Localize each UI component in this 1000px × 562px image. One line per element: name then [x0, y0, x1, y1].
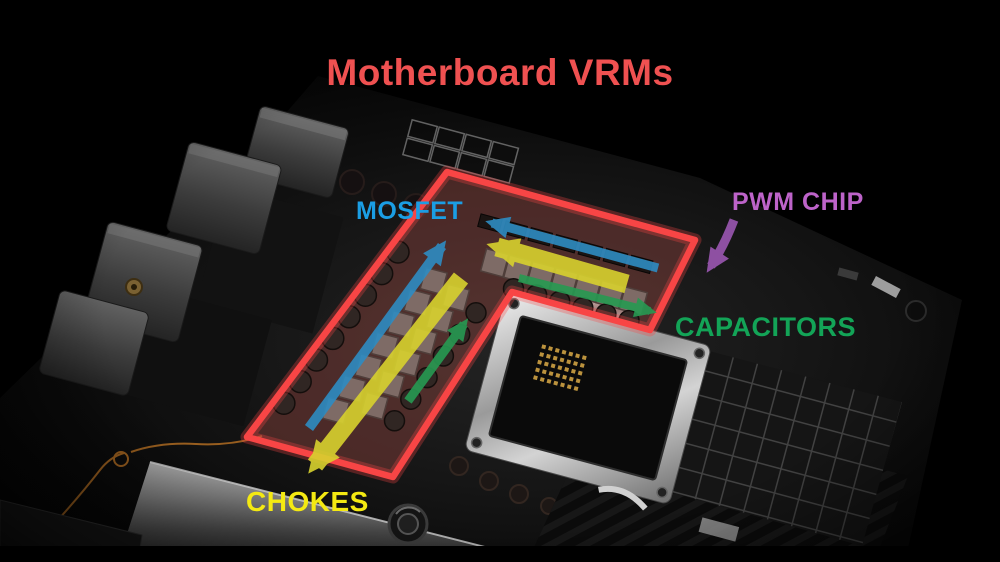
chokes-arrow-top	[486, 237, 630, 294]
label-chokes: CHOKES	[246, 486, 369, 517]
capacitors-arrow-diagonal	[404, 318, 469, 404]
annotation-arrows	[304, 216, 739, 474]
mosfet-arrow-diagonal	[304, 240, 447, 431]
page-title: Motherboard VRMs	[326, 52, 674, 93]
pwm-chip-arrow	[706, 218, 739, 273]
chokes-arrow-diagonal	[307, 272, 469, 474]
label-pwm-chip: PWM CHIP	[732, 188, 864, 216]
capacitors-arrow-top	[518, 274, 657, 318]
mosfet-arrow-top	[485, 216, 660, 273]
label-mosfet: MOSFET	[356, 197, 464, 225]
label-capacitors: CAPACITORS	[675, 312, 857, 342]
